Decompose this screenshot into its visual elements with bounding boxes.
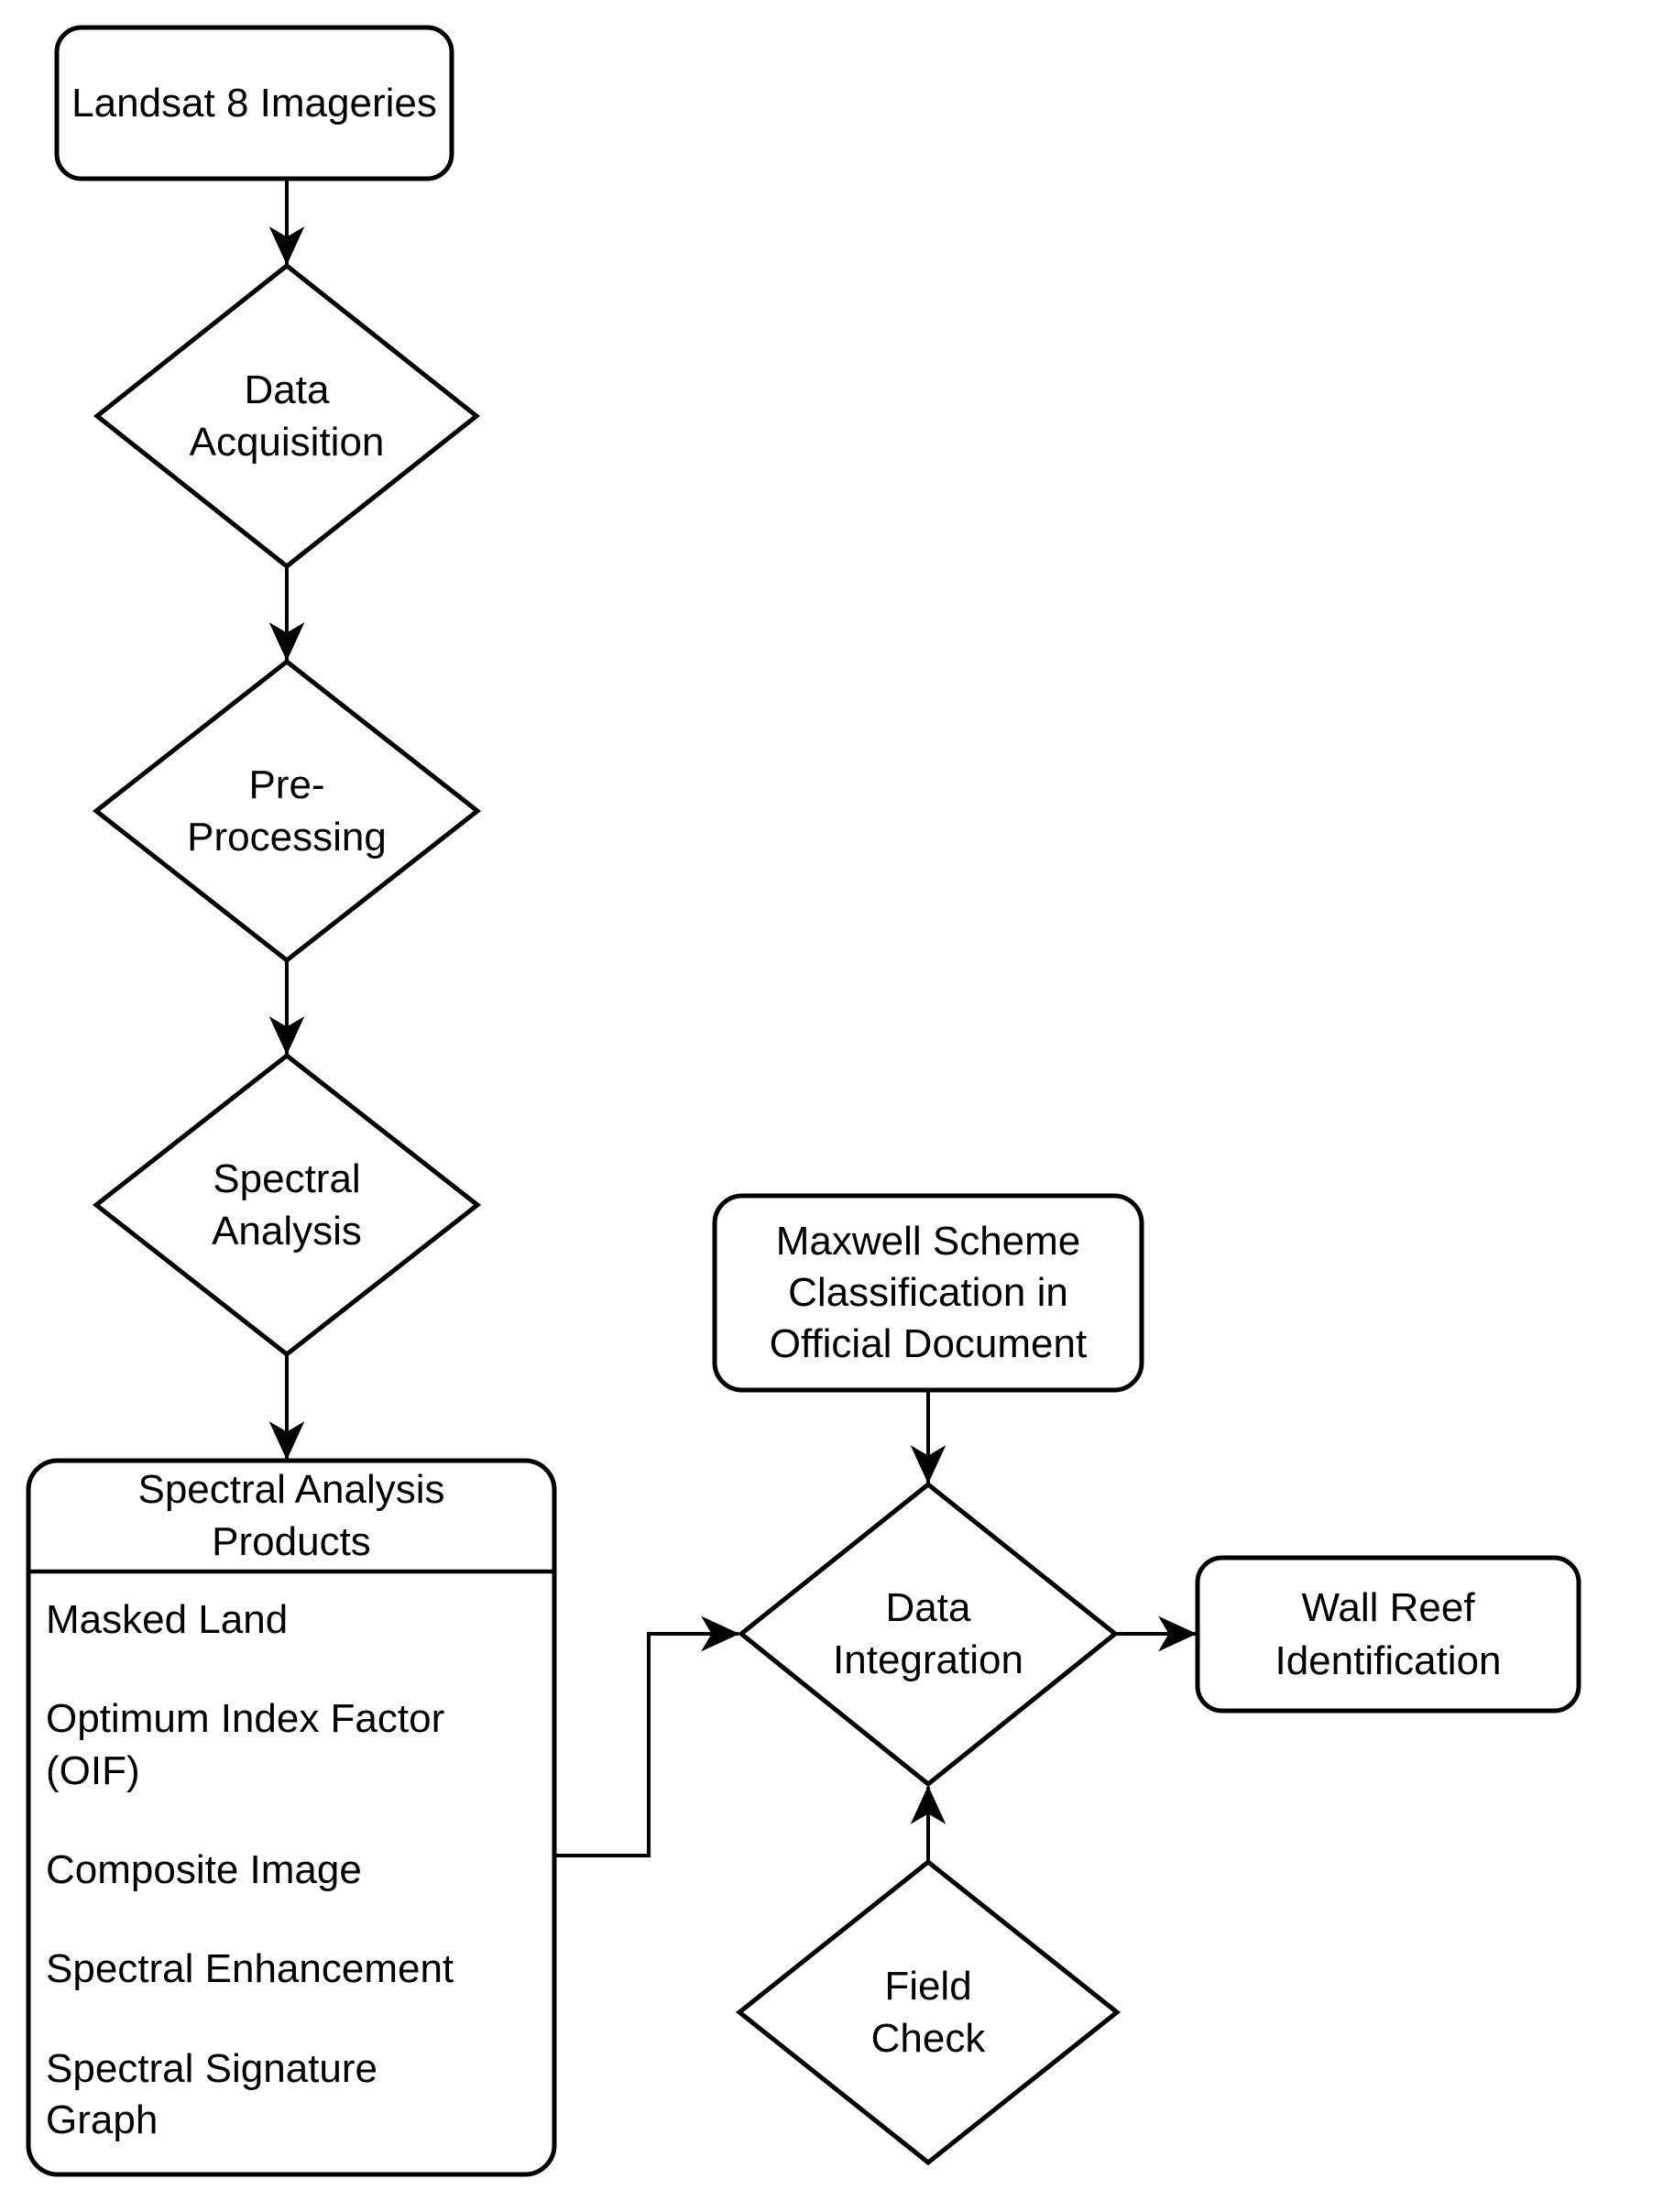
field-check-diamond-shape (735, 1858, 1121, 2166)
field-check-line-1: Field (884, 1963, 972, 2009)
landsat-box-shape (54, 25, 454, 181)
spectral-analysis-line-2: Analysis (212, 1209, 362, 1254)
spectral-products-header: Spectral Analysis Products (28, 1464, 554, 1567)
maxwell-line-3: Official Document (769, 1320, 1088, 1366)
spectral-analysis-diamond-shape (92, 1052, 482, 1358)
data-integration-diamond-shape (738, 1481, 1119, 1788)
wall-reef-box-shape (1195, 1555, 1581, 1714)
maxwell-node-label: Maxwell Scheme Classification in Officia… (715, 1196, 1142, 1390)
spectral-products-title-line-2: Products (212, 1519, 371, 1564)
list-item: Spectral Signature Graph (46, 2045, 377, 2142)
wall-reef-node-label: Wall Reef Identification (1198, 1558, 1579, 1711)
maxwell-box-shape (712, 1193, 1144, 1393)
list-item: Optimum Index Factor (OIF) (46, 1696, 445, 1793)
data-acquisition-line-1: Data (244, 367, 330, 412)
data-acquisition-line-2: Acquisition (189, 420, 385, 465)
maxwell-line-2: Classification in (788, 1270, 1068, 1316)
field-check-line-2: Check (870, 2016, 986, 2061)
pre-processing-line-1: Pre- (248, 761, 325, 807)
maxwell-line-1: Maxwell Scheme (775, 1219, 1081, 1265)
field-check-node-label: Field Check (745, 1939, 1111, 2086)
spectral-analysis-line-1: Spectral (213, 1155, 361, 1201)
landsat-node-text: Landsat 8 Imageries (71, 80, 437, 126)
wall-reef-line-1: Wall Reef (1301, 1585, 1475, 1631)
list-item: Composite Image (46, 1846, 362, 1892)
data-acquisition-node-label: Data Acquisition (104, 343, 470, 489)
data-integration-line-1: Data (885, 1584, 971, 1630)
pre-processing-line-2: Processing (187, 815, 387, 860)
data-integration-line-2: Integration (833, 1637, 1023, 1682)
spectral-products-title-line-1: Spectral Analysis (137, 1466, 445, 1512)
arrow-products-to-data-integration (554, 1615, 740, 1857)
pre-processing-diamond-shape (92, 658, 482, 964)
spectral-products-box-shape (26, 1458, 557, 2177)
wall-reef-line-2: Identification (1275, 1637, 1502, 1683)
list-item: Masked Land (46, 1597, 289, 1642)
spectral-analysis-node-label: Spectral Analysis (104, 1132, 470, 1278)
pre-processing-node-label: Pre- Processing (104, 738, 470, 884)
data-acquisition-diamond-shape (93, 262, 481, 570)
list-item: Spectral Enhancement (46, 1946, 454, 1992)
spectral-products-item-list: Masked Land Optimum Index Factor (OIF) C… (46, 1594, 467, 2194)
landsat-node-label: Landsat 8 Imageries (57, 27, 452, 179)
data-integration-node-label: Data Integration (745, 1560, 1111, 1707)
